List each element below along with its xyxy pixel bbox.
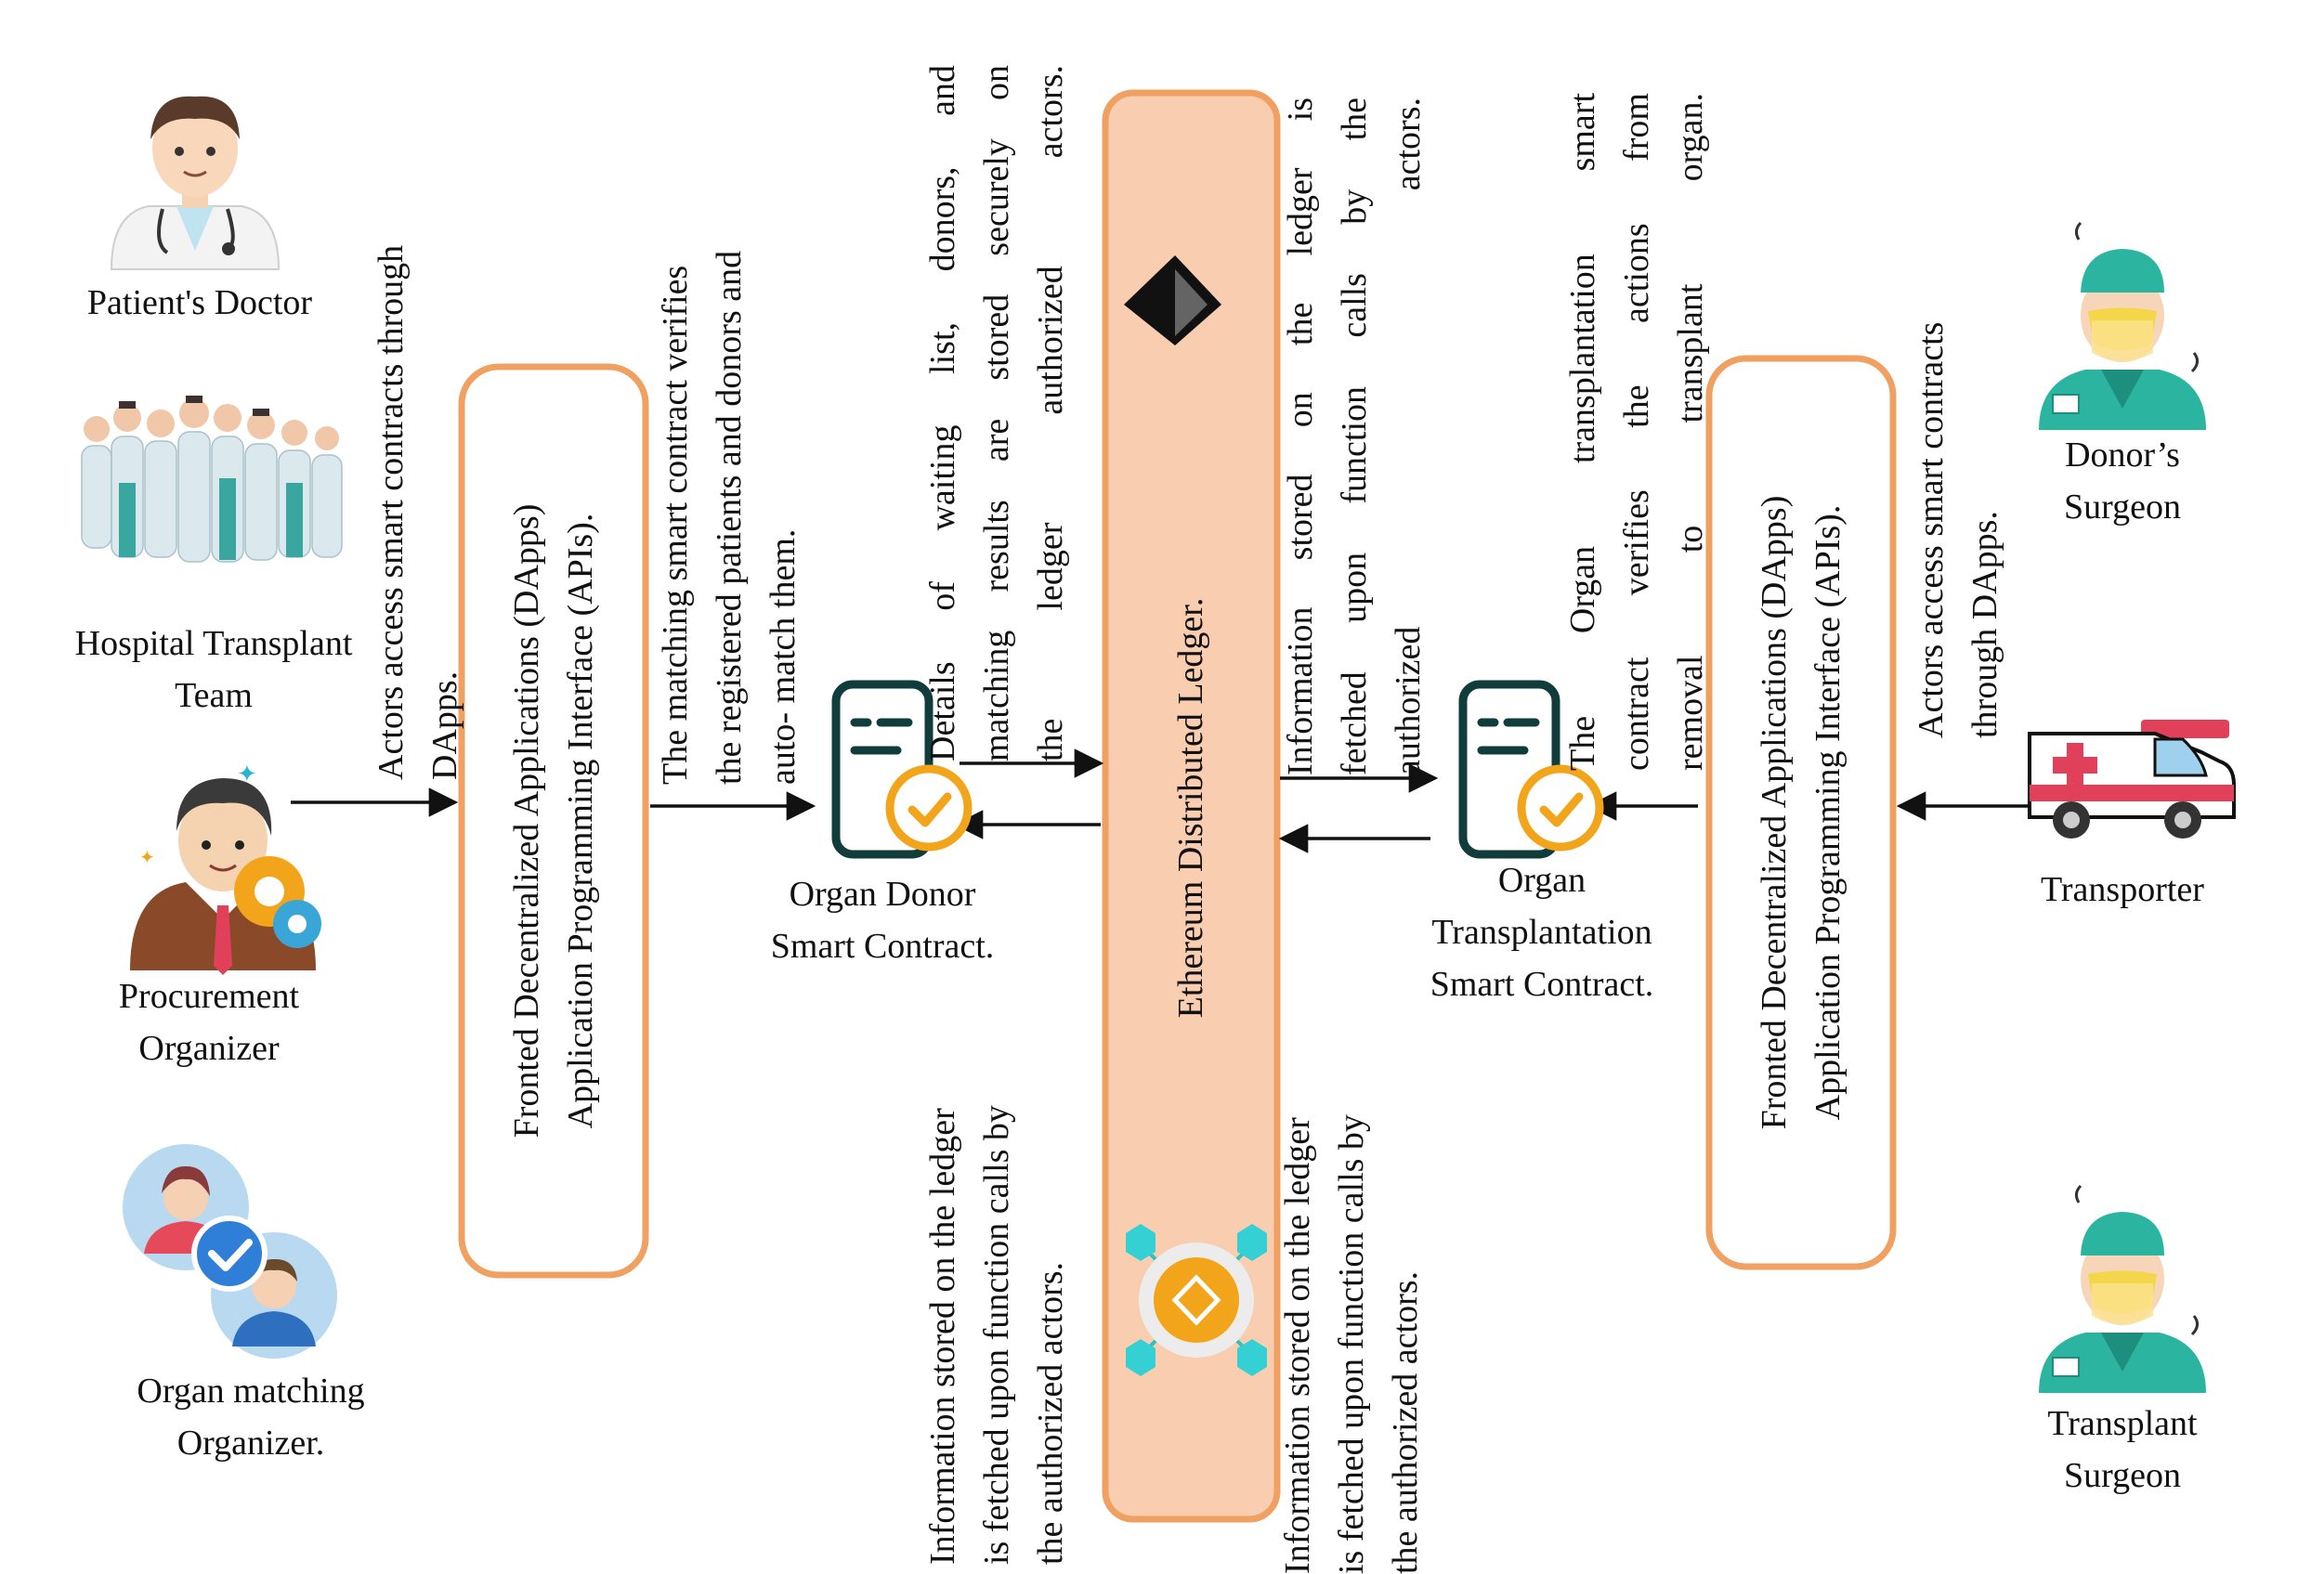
organ-matching-label: Organ matching Organizer. [137,1372,365,1463]
info-note-top-right: Information stored on the ledger is fetc… [1281,98,1428,775]
organ-donor-contract-icon [831,680,973,859]
patients-doctor-label: Patient's Doctor [86,283,313,322]
doctor-icon [110,96,281,270]
ambulance-icon [2028,720,2236,839]
organ-transplant-contract-label: Organ Transplantation Smart Contract. [1430,861,1654,1004]
hospital-team-label: Hospital Transplant Team [74,624,353,715]
left-dapps-box-text: Fronted Decentralized Applications (DApp… [507,503,600,1138]
procurement-label: Procurement Organizer [118,977,300,1068]
svg-text:✦: ✦ [237,761,257,787]
organ-transplant-contract-icon [1458,680,1604,859]
donors-surgeon-label: Donor’s Surgeon [2064,436,2181,527]
right-dapps-box-text: Fronted Decentralized Applications (DApp… [1755,495,1847,1130]
ledger-label: Ethereum Distributed Ledger. [1171,597,1210,1019]
svg-text:✦: ✦ [139,848,155,868]
donors-surgeon-icon [2039,221,2206,430]
left-dapps-box [458,363,649,1279]
transplant-surgeon-icon [2039,1184,2206,1393]
ethereum-coin-cluster-icon [1126,1224,1267,1376]
right-dapps-box [1705,355,1897,1270]
ethereum-logo-icon [1124,255,1221,345]
info-note-bottom-right: Information stored on the ledger is fetc… [1278,1114,1425,1574]
organ-matching-organizer-icon [123,1144,337,1359]
right-access-note: Actors access smart contracts through DA… [1912,321,2004,738]
organ-donor-contract-label: Organ Donor Smart Contract. [770,875,995,966]
transplant-note: The Organ transplantation smart contract… [1563,93,1710,771]
matching-note: The matching smart contract verifies the… [656,250,803,785]
info-note-bottom-left: Information stored on the ledger is fetc… [923,1105,1070,1565]
procurement-organizer-icon: ✦ ✦ [130,761,321,975]
ledger-box [1102,89,1281,1523]
hospital-team-icon [81,396,343,563]
details-note: Details of waiting list, donors, and mat… [923,65,1070,761]
transplant-surgeon-label: Transplant Surgeon [2047,1404,2198,1495]
diagram-canvas: ✦ ✦ [81,89,2236,1523]
transporter-label: Transporter [2041,870,2204,909]
left-access-note: Actors access smart contracts through DA… [372,244,464,780]
